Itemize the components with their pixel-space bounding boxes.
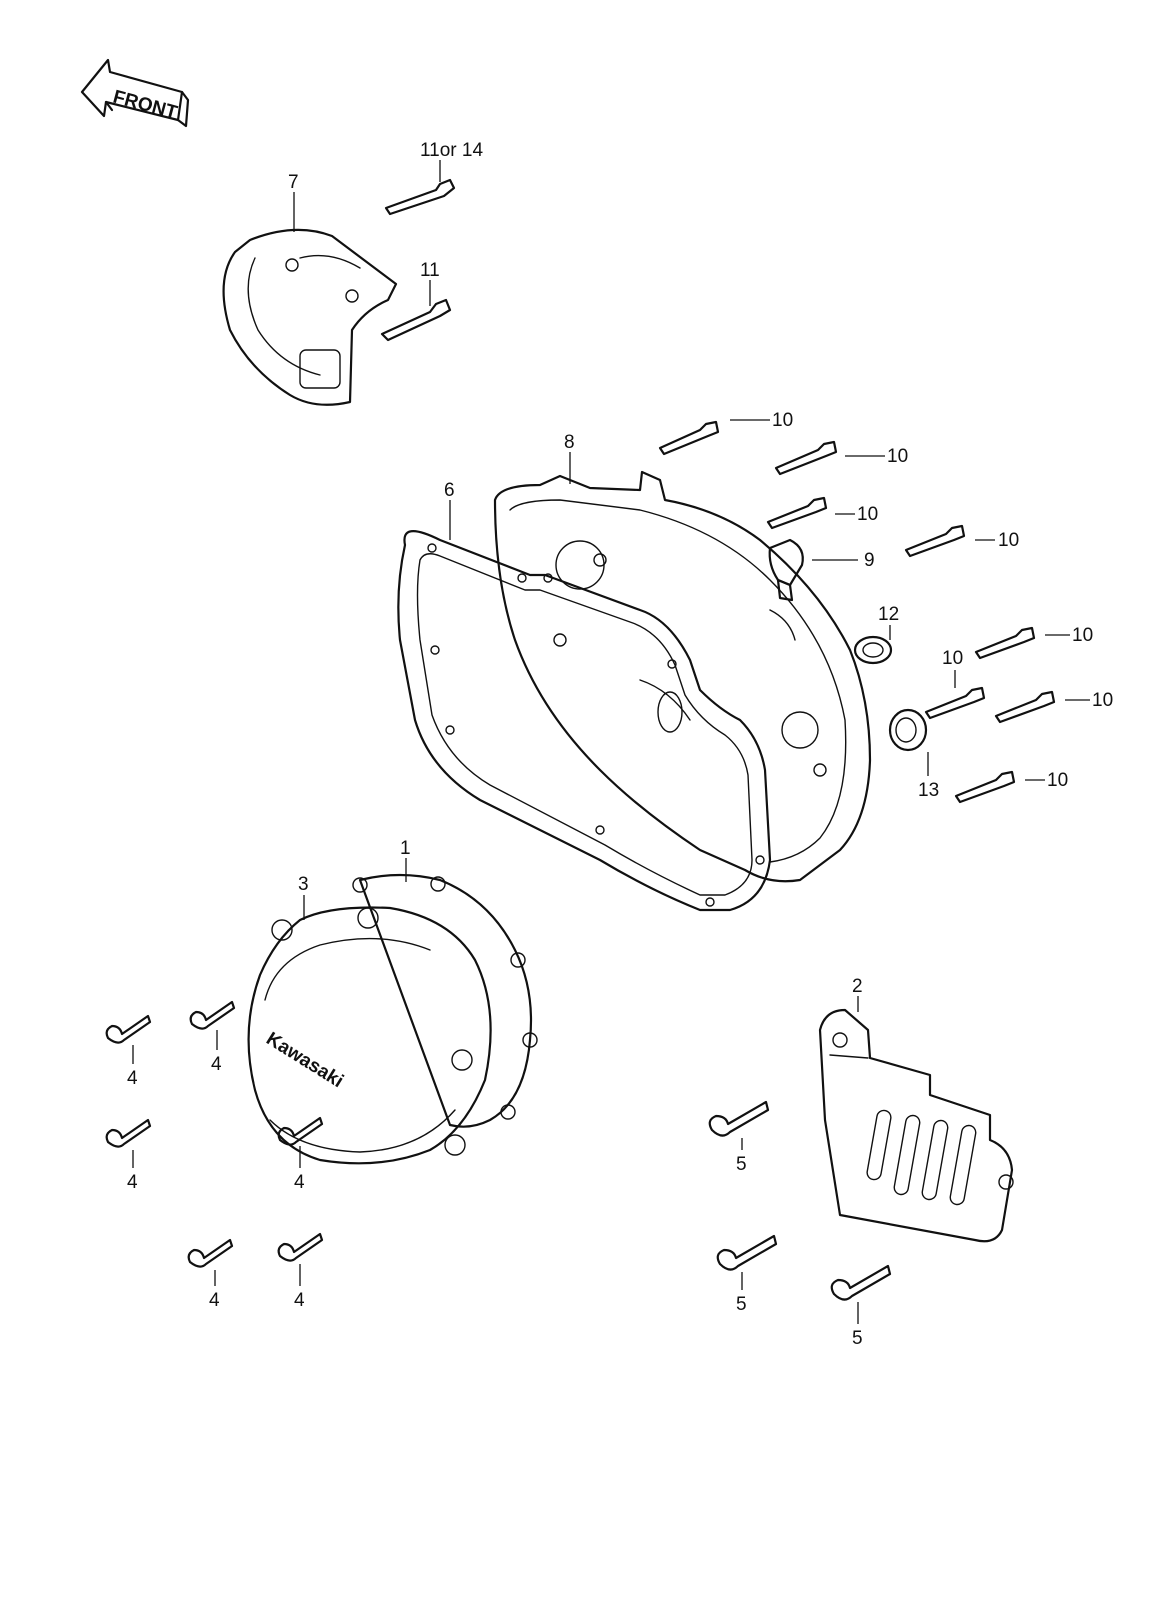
callout-5-b: 5 [736,1294,747,1315]
callout-1: 1 [400,838,411,859]
bolt-10-b [774,440,838,476]
bolt-10-g [994,690,1056,724]
callout-5-c: 5 [852,1328,863,1349]
part-13-oil-seal [888,708,928,752]
screw-4-a [105,1014,152,1044]
callout-11: 11 [420,260,440,281]
screw-4-c [105,1118,152,1148]
part-12-seal [853,635,893,665]
screw-4-b [189,1000,236,1030]
screw-4-e [187,1238,234,1268]
callout-11or14: 11or 14 [420,140,483,161]
bolt-11 [380,298,452,342]
callout-4-b: 4 [211,1054,222,1075]
screw-5-a [708,1100,770,1137]
part-2-guard [818,1008,1014,1243]
callout-10-f: 10 [942,648,963,669]
callout-4-a: 4 [127,1068,138,1089]
callout-13: 13 [918,780,939,801]
callout-9: 9 [864,550,875,571]
callout-4-f: 4 [294,1290,305,1311]
callout-labels: 11or 14 11 7 8 6 10 10 10 10 9 12 10 10 … [127,140,1113,1349]
callout-10-c: 10 [857,504,878,525]
callout-6: 6 [444,480,455,501]
bolt-10-e [974,626,1036,660]
callout-10-e: 10 [1072,625,1093,646]
callout-10-a: 10 [772,410,793,431]
callout-10-b: 10 [887,446,908,467]
callout-12: 12 [878,604,899,625]
callout-4-c: 4 [127,1172,138,1193]
front-arrow: FRONT [80,58,190,128]
part-7-cover [222,228,398,406]
part-6-gasket [397,530,772,912]
callout-3: 3 [298,874,309,895]
bolt-10-h [954,770,1016,804]
callout-10-h: 10 [1047,770,1068,791]
part-9-oil-plug [768,538,804,602]
bolt-10-a [658,420,720,456]
bolt-10-c [766,496,828,530]
callout-10-d: 10 [998,530,1019,551]
callout-5-a: 5 [736,1154,747,1175]
callout-2: 2 [852,976,863,997]
bolt-11or14 [384,178,456,216]
callout-4-e: 4 [209,1290,220,1311]
bolt-10-d [904,524,966,558]
screw-5-b [716,1234,778,1271]
cover-logo: Kawasaki [262,1028,347,1092]
screw-5-c [830,1264,892,1301]
callout-8: 8 [564,432,575,453]
screw-4-f [277,1232,324,1262]
screw-4-d [277,1116,324,1146]
part-8-crankcase-cover [493,470,872,883]
callout-4-d: 4 [294,1172,305,1193]
bolt-10-f [924,686,986,720]
callout-10-g: 10 [1092,690,1113,711]
front-arrow-label: FRONT [111,87,180,124]
callout-7: 7 [288,172,299,193]
leader-lines [132,160,1090,1324]
part-1-gasket [352,873,538,1128]
